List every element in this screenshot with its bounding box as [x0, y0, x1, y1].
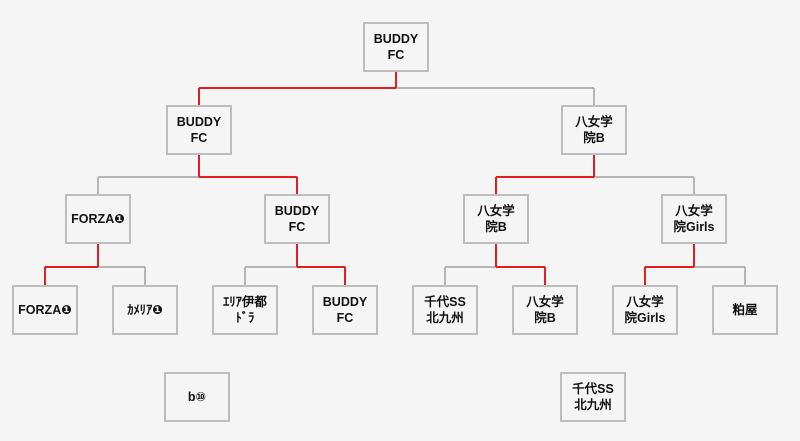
- quarterfinal-node-4: 八女学 院Girls: [661, 194, 727, 244]
- round1-node-4: BUDDY FC: [312, 285, 378, 335]
- round1-node-6: 八女学 院B: [512, 285, 578, 335]
- extra-node-1: b⑩: [164, 372, 230, 422]
- round1-node-1: FORZA❶: [12, 285, 78, 335]
- round1-node-3: ｴﾘｱ伊都 ﾄﾞﾗ: [212, 285, 278, 335]
- round1-node-8: 粕屋: [712, 285, 778, 335]
- round1-node-2: ｶﾒﾘｱ❶: [112, 285, 178, 335]
- quarterfinal-node-3: 八女学 院B: [463, 194, 529, 244]
- semifinal-right-node: 八女学 院B: [561, 105, 627, 155]
- quarterfinal-node-2: BUDDY FC: [264, 194, 330, 244]
- quarterfinal-node-1: FORZA❶: [65, 194, 131, 244]
- round1-node-7: 八女学 院Girls: [612, 285, 678, 335]
- semifinal-left-node: BUDDY FC: [166, 105, 232, 155]
- final-node: BUDDY FC: [363, 22, 429, 72]
- extra-node-2: 千代SS 北九州: [560, 372, 626, 422]
- round1-node-5: 千代SS 北九州: [412, 285, 478, 335]
